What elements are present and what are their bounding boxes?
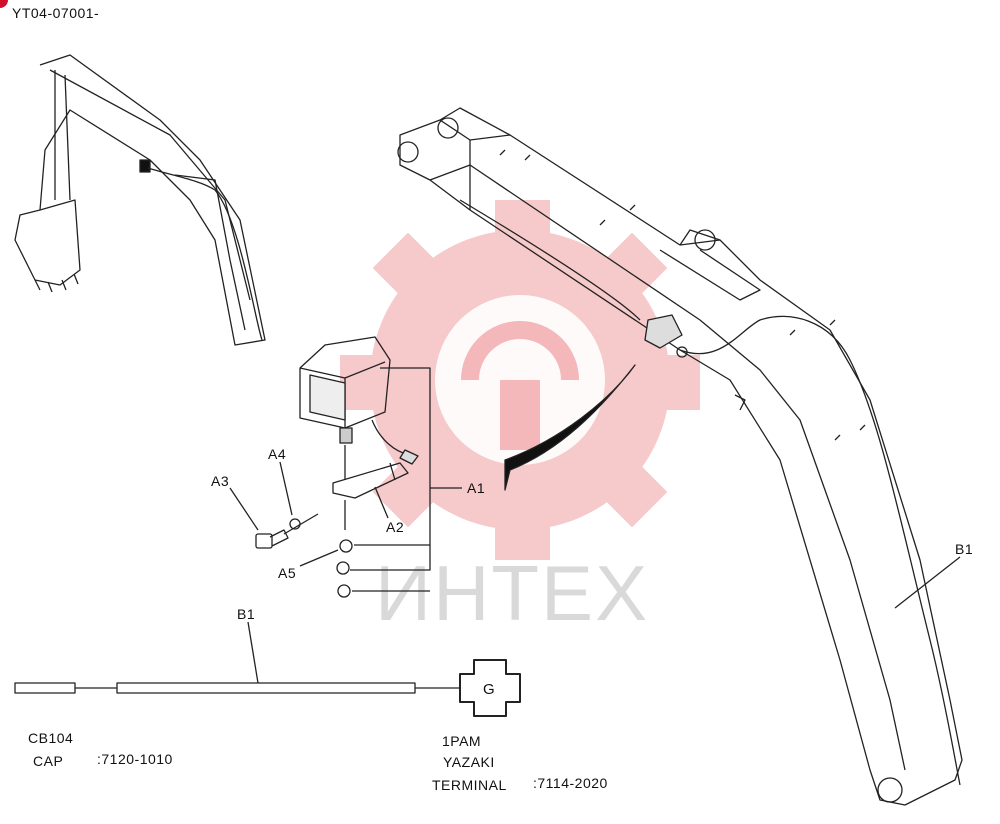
terminal-label: TERMINAL: [432, 777, 507, 793]
cable-b1: [14, 621, 521, 717]
cb104-label: CB104: [28, 730, 74, 746]
cap-code: :7120-1010: [97, 751, 173, 767]
watermark-text: ИНТЕХ: [375, 549, 650, 637]
work-light-assembly: [229, 336, 961, 609]
cap-label: CAP: [33, 753, 64, 769]
callout-a2: A2: [386, 519, 405, 535]
corner-marker: [0, 0, 8, 8]
excavator-thumbnail: [14, 54, 266, 346]
callout-a4: A4: [268, 446, 287, 462]
terminal-code: :7114-2020: [533, 775, 608, 791]
pam-label: 1PAM: [442, 733, 482, 749]
yazaki-label: YAZAKI: [443, 754, 495, 770]
pointer-arrow: [504, 364, 636, 491]
callout-b1-cable: B1: [237, 606, 256, 622]
callout-a1: A1: [467, 480, 486, 496]
document-code: YT04-07001-: [12, 5, 100, 21]
callout-b1-boom: B1: [955, 541, 974, 557]
callout-a3: A3: [211, 473, 230, 489]
connector-letter: G: [483, 681, 496, 698]
callout-a5: A5: [278, 565, 297, 581]
boom-structure: [397, 107, 963, 806]
